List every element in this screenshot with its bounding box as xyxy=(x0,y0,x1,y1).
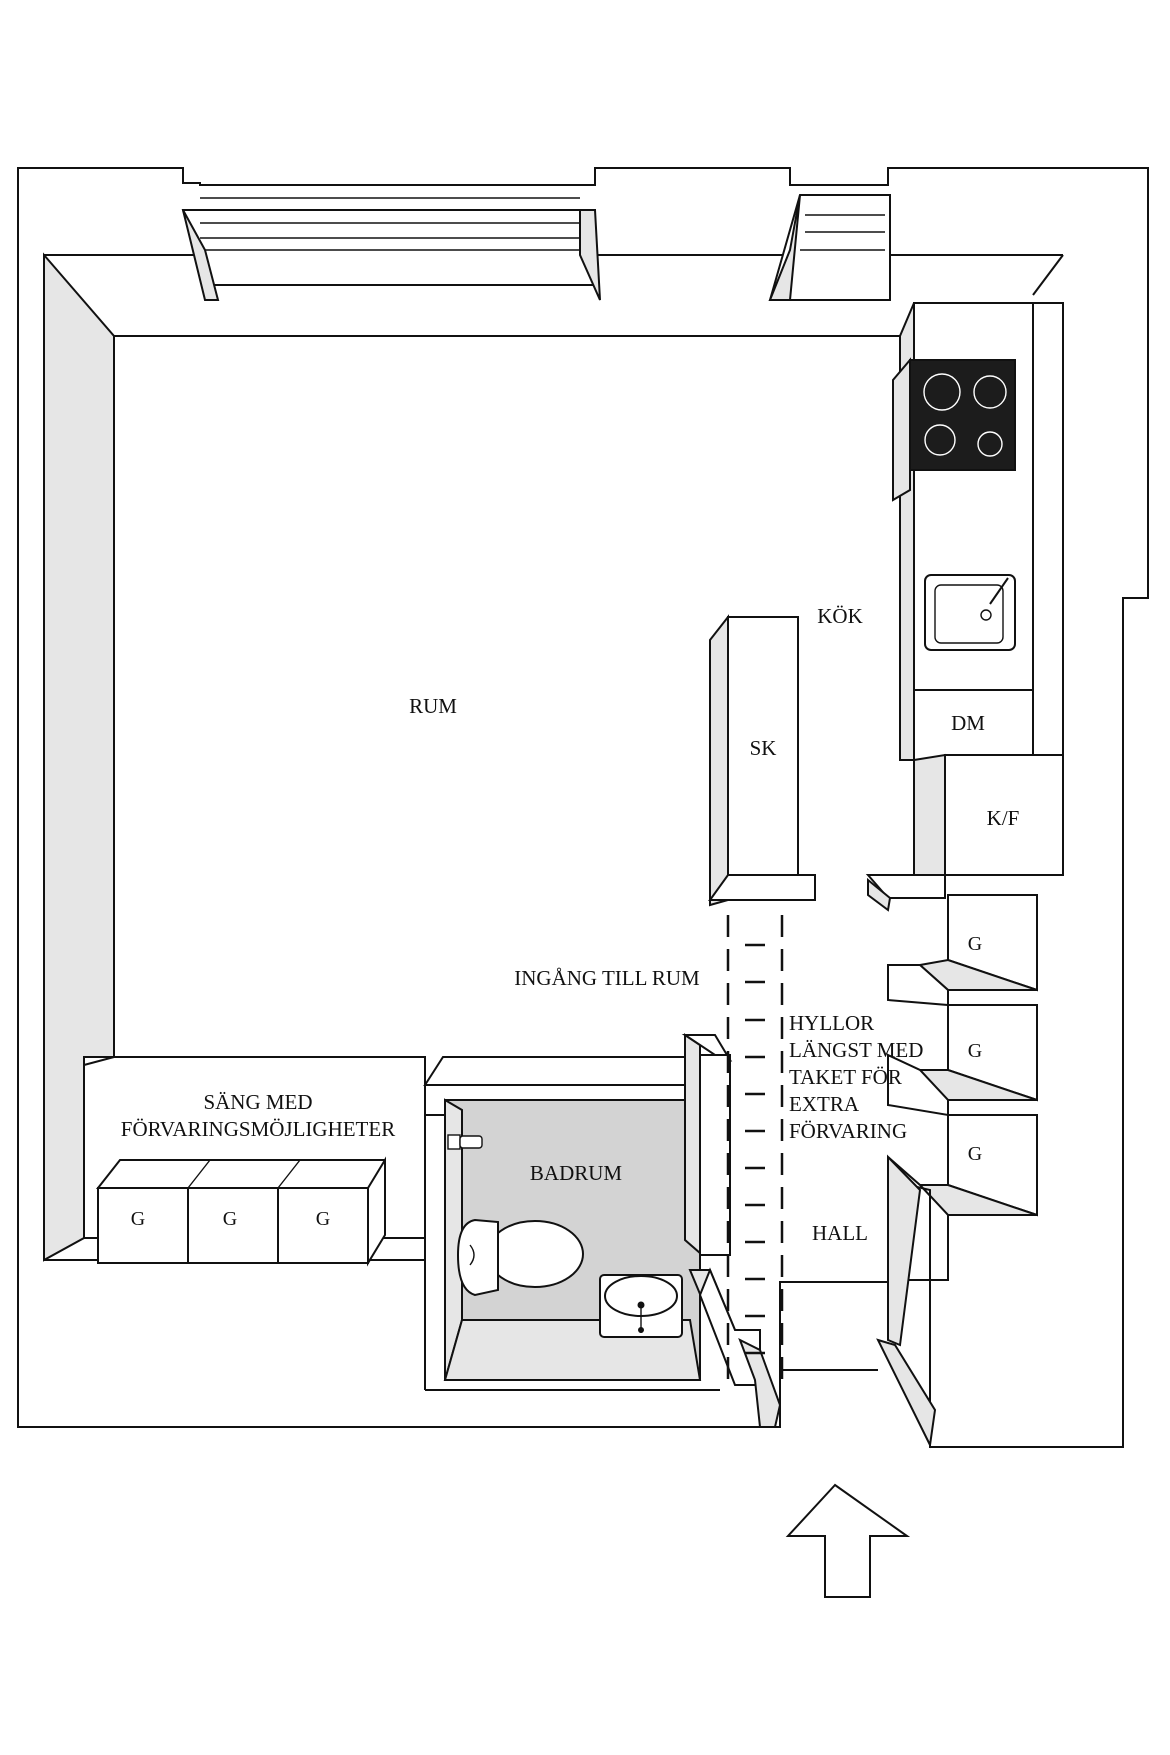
entrance-arrow-icon xyxy=(785,1483,911,1598)
wardrobe xyxy=(708,614,816,907)
label-g-shelf-1: G xyxy=(968,933,982,955)
label-sk: SK xyxy=(750,736,777,760)
sliding-door-track xyxy=(726,915,784,1385)
label-dm: DM xyxy=(951,711,985,735)
stove-icon xyxy=(892,357,1016,502)
label-g-shelf-3: G xyxy=(968,1143,982,1165)
label-g-shelf-2: G xyxy=(968,1040,982,1062)
label-g-bed-1: G xyxy=(131,1208,145,1230)
label-hyllor-5: FÖRVARING xyxy=(789,1119,907,1143)
kitchen-sink-icon xyxy=(924,574,1016,651)
label-hyllor-1: HYLLOR xyxy=(789,1011,874,1035)
label-sang-2: FÖRVARINGSMÖJLIGHETER xyxy=(121,1117,395,1141)
label-hyllor-4: EXTRA xyxy=(789,1092,860,1116)
hall-right-wall xyxy=(865,874,1038,1449)
label-hall: HALL xyxy=(812,1221,868,1245)
label-hyllor-3: TAKET FÖR xyxy=(789,1065,902,1089)
bed-storage xyxy=(83,1056,426,1267)
label-hyllor-2: LÄNGST MED xyxy=(789,1038,923,1062)
label-ingang: INGÅNG TILL RUM xyxy=(514,966,700,990)
window-left xyxy=(181,197,601,301)
toilet-icon xyxy=(456,1218,584,1297)
label-g-bed-3: G xyxy=(316,1208,330,1230)
washbasin-icon xyxy=(599,1274,683,1338)
fridge xyxy=(913,753,1064,876)
label-sang-1: SÄNG MED xyxy=(203,1090,312,1114)
label-g-bed-2: G xyxy=(223,1208,237,1230)
paper-holder-icon xyxy=(447,1134,483,1150)
label-kok: KÖK xyxy=(817,604,863,628)
window-right xyxy=(768,194,891,301)
label-kf: K/F xyxy=(987,806,1020,830)
label-rum: RUM xyxy=(409,694,457,718)
bathroom xyxy=(423,1033,782,1428)
label-badrum: BADRUM xyxy=(530,1161,623,1185)
